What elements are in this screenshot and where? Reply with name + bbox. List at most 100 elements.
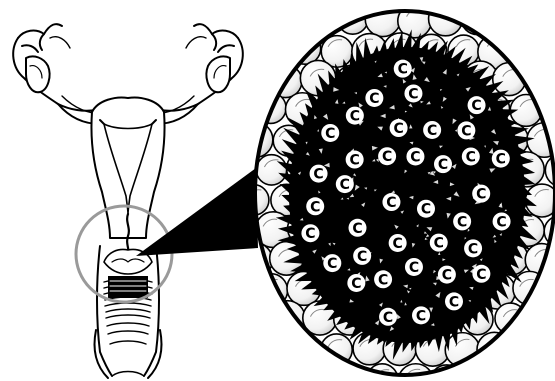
- round-cell: [512, 0, 543, 6]
- round-cell: [385, 0, 416, 4]
- round-cell: [510, 334, 542, 366]
- round-cell: [542, 0, 555, 6]
- round-cell: [223, 274, 255, 306]
- marker-label: C: [351, 276, 361, 292]
- marker-label: C: [449, 294, 459, 310]
- cluster-marker: C: [394, 60, 412, 78]
- marker-label: C: [382, 149, 392, 165]
- cell-highlight: [535, 69, 549, 76]
- cluster-marker: C: [390, 119, 408, 137]
- round-cell: [525, 184, 555, 217]
- cluster-marker: C: [346, 107, 364, 125]
- marker-label: C: [352, 221, 362, 237]
- marker-label: C: [313, 167, 323, 183]
- cluster-marker: C: [423, 121, 441, 139]
- cluster-marker: C: [412, 306, 430, 324]
- marker-label: C: [393, 236, 403, 252]
- marker-label: C: [476, 187, 486, 203]
- marker-label: C: [461, 123, 471, 139]
- cell-highlight: [471, 370, 485, 377]
- marker-label: C: [496, 152, 506, 168]
- cluster-marker: C: [382, 193, 400, 211]
- cell-highlight: [551, 339, 555, 346]
- marker-label: C: [325, 126, 335, 142]
- marker-label: C: [496, 214, 506, 230]
- cell-highlight: [263, 339, 277, 346]
- cell-highlight: [503, 369, 517, 376]
- cell-highlight: [535, 310, 549, 317]
- marker-label: C: [386, 195, 396, 211]
- marker-label: C: [369, 91, 379, 107]
- marker-label: C: [357, 249, 367, 265]
- right-ovary: [160, 24, 243, 111]
- round-cell: [240, 64, 273, 97]
- cluster-marker: C: [472, 185, 490, 203]
- round-cell: [542, 36, 555, 69]
- marker-label: C: [421, 202, 431, 218]
- cell-highlight: [246, 9, 260, 16]
- cluster-marker: C: [457, 121, 475, 139]
- round-cell: [524, 2, 555, 38]
- cluster-marker: C: [321, 124, 339, 142]
- cluster-marker: C: [379, 308, 397, 326]
- marker-label: C: [438, 157, 448, 173]
- cell-highlight: [232, 280, 246, 287]
- round-cell: [349, 0, 383, 7]
- marker-label: C: [340, 177, 350, 193]
- marker-label: C: [378, 272, 388, 288]
- cluster-marker: C: [301, 224, 319, 242]
- round-cell: [237, 122, 272, 157]
- cell-highlight: [503, 10, 517, 17]
- cluster-marker: C: [464, 239, 482, 257]
- cluster-marker: C: [306, 197, 324, 215]
- cluster-marker: C: [434, 155, 452, 173]
- cluster-marker: C: [492, 150, 510, 168]
- cell-highlight: [520, 340, 534, 347]
- cell-highlight: [296, 339, 310, 346]
- round-cell: [512, 35, 542, 65]
- round-cell: [255, 33, 288, 66]
- cluster-marker: C: [453, 212, 471, 230]
- vaginal-canal: [95, 246, 162, 378]
- cell-highlight: [342, 369, 356, 376]
- cluster-marker: C: [417, 200, 435, 218]
- round-cell: [513, 271, 546, 304]
- cell-highlight: [264, 39, 278, 46]
- cell-highlight: [232, 339, 246, 346]
- marker-label: C: [350, 153, 360, 169]
- round-cell: [290, 0, 320, 6]
- cell-highlight: [310, 369, 324, 376]
- cluster-marker: C: [353, 247, 371, 265]
- round-cell: [254, 334, 288, 368]
- reproductive-anatomy: [13, 24, 243, 378]
- round-cell: [273, 365, 303, 381]
- round-cell: [224, 0, 257, 5]
- round-cell: [415, 0, 448, 5]
- round-cell: [237, 1, 273, 37]
- cluster-marker: C: [389, 234, 407, 252]
- round-cell: [465, 365, 496, 381]
- marker-label: C: [434, 236, 444, 252]
- round-cell: [270, 2, 303, 35]
- cluster-marker: C: [347, 274, 365, 292]
- cluster-marker: C: [323, 254, 341, 272]
- cluster-marker: C: [438, 266, 456, 284]
- round-cell: [461, 2, 494, 35]
- cell-highlight: [232, 100, 246, 107]
- round-cell: [545, 272, 555, 304]
- marker-label: C: [310, 199, 320, 215]
- round-cell: [451, 0, 481, 7]
- cluster-marker: C: [462, 147, 480, 165]
- cluster-marker: C: [374, 270, 392, 288]
- cell-highlight: [246, 129, 260, 136]
- round-cell: [238, 364, 271, 381]
- round-cell: [480, 0, 511, 7]
- round-cell: [528, 364, 555, 381]
- cell-highlight: [232, 159, 246, 166]
- round-cell: [365, 1, 400, 36]
- marker-label: C: [471, 98, 481, 114]
- cell-highlight: [471, 9, 485, 16]
- cluster-marker: C: [310, 165, 328, 183]
- marker-label: C: [416, 308, 426, 324]
